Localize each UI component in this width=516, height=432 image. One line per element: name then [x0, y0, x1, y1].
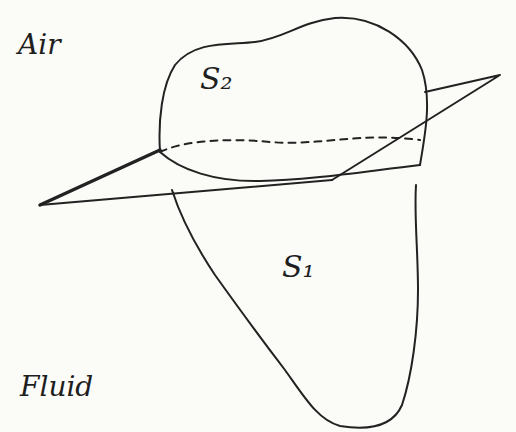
plane-edge: [332, 75, 500, 180]
plane-edge: [40, 180, 332, 205]
intersection-front: [160, 152, 420, 181]
surface-label: S₁: [282, 250, 315, 283]
intersection-back: [160, 137, 420, 152]
region-label: Air: [18, 30, 61, 61]
lower-surface: [172, 185, 418, 428]
surface-label: S₂: [200, 62, 233, 95]
upper-surface: [160, 18, 428, 165]
region-label: Fluid: [20, 372, 93, 403]
